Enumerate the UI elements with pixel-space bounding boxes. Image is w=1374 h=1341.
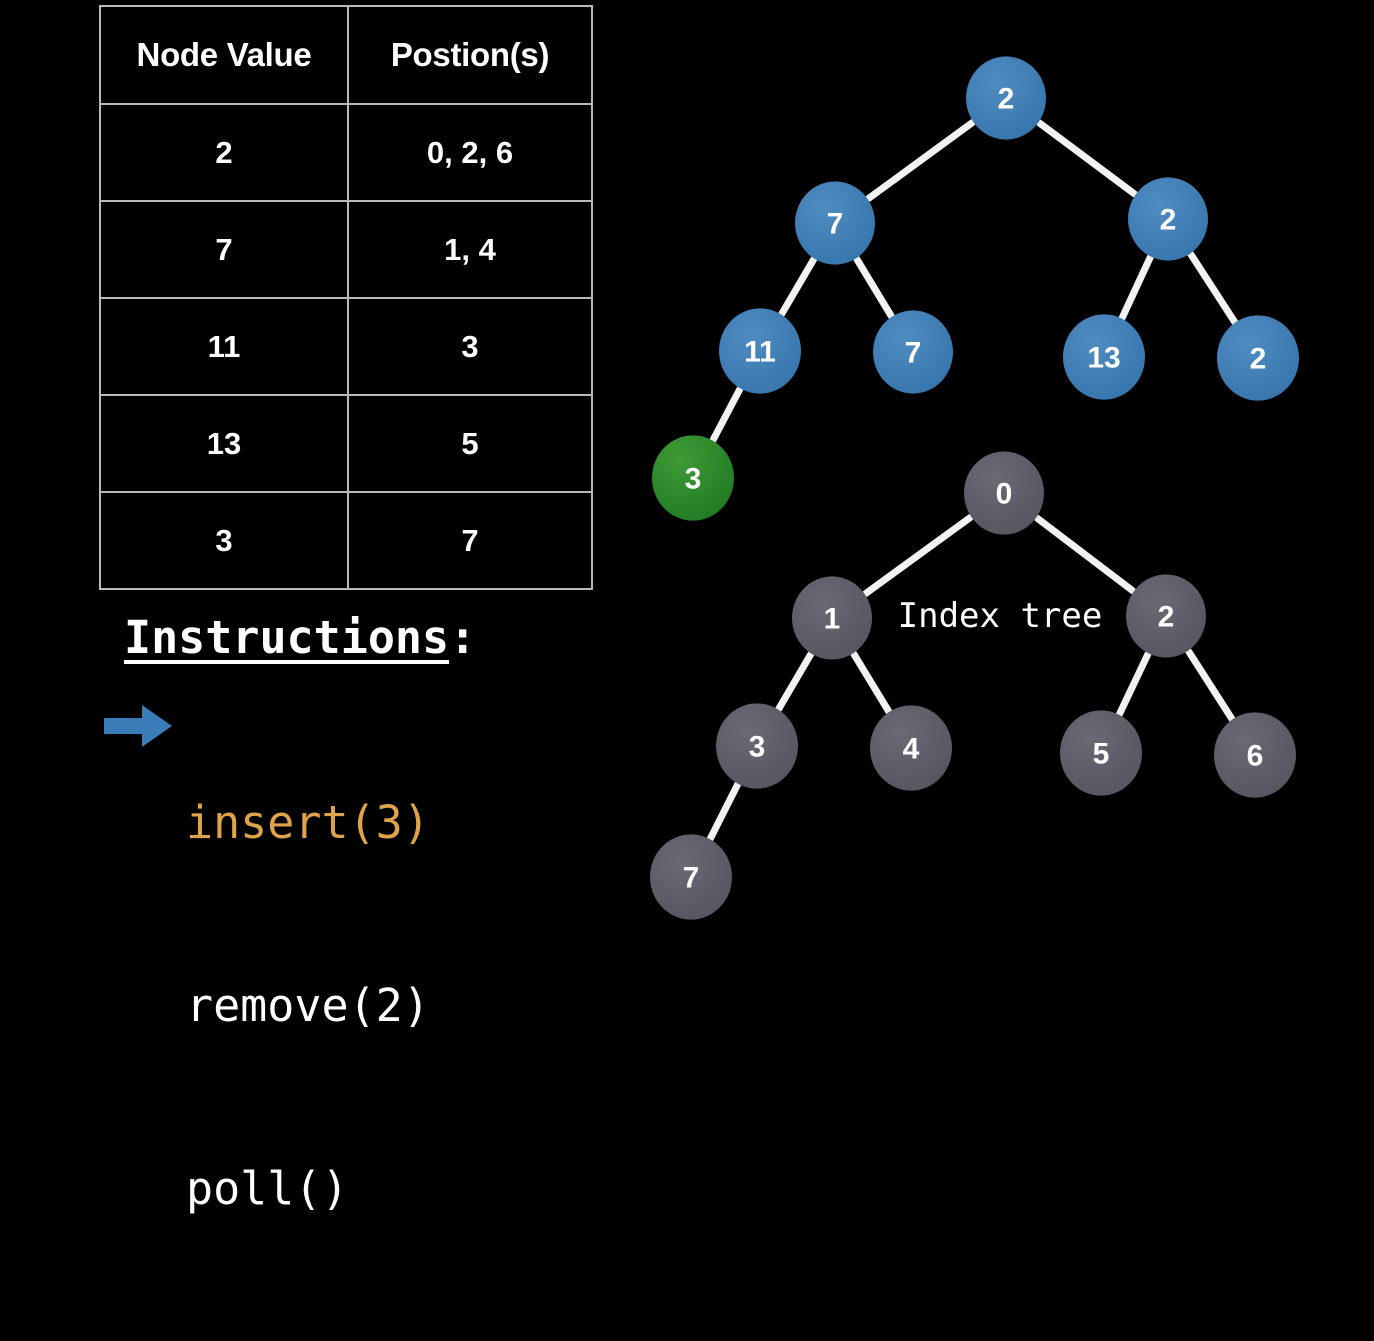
index-tree-edges xyxy=(706,514,1236,843)
value-tree-node-label: 3 xyxy=(685,463,702,496)
value-tree-node[interactable]: 2 xyxy=(1217,315,1299,401)
column-header-positions: Postion(s) xyxy=(347,5,593,105)
table-row: 2 0, 2, 6 xyxy=(99,103,593,202)
index-tree-nodes: 0 1 2 3 4 5 6 7 xyxy=(650,451,1296,920)
node-position-table: Node Value Postion(s) 2 0, 2, 6 7 1, 4 1… xyxy=(99,5,593,590)
instructions-heading: Instructions: xyxy=(124,612,616,664)
value-tree-edge xyxy=(1187,250,1239,326)
value-tree-edge xyxy=(1118,253,1154,322)
instruction-step-insert[interactable]: insert(3) xyxy=(186,795,430,849)
right-arrow-icon xyxy=(104,705,172,747)
cell-positions: 1, 4 xyxy=(347,200,593,299)
index-tree-node[interactable]: 0 xyxy=(964,451,1044,535)
cell-node-value: 11 xyxy=(99,297,349,396)
index-tree-node-label: 0 xyxy=(996,478,1013,511)
index-tree-edge xyxy=(862,514,974,597)
index-tree-node-circle xyxy=(1060,710,1142,796)
visualization-canvas: Node Value Postion(s) 2 0, 2, 6 7 1, 4 1… xyxy=(99,5,1299,1215)
value-tree-edge xyxy=(709,385,744,444)
index-tree-edge xyxy=(775,650,815,713)
value-tree-edge xyxy=(853,255,895,320)
value-tree-node-label: 2 xyxy=(1160,204,1177,237)
table-row: 13 5 xyxy=(99,394,593,493)
instructions-heading-colon: : xyxy=(449,611,477,664)
value-tree-node-label: 13 xyxy=(1087,342,1120,375)
value-tree-edges xyxy=(709,119,1239,444)
value-tree-node[interactable]: 2 xyxy=(1128,177,1208,261)
value-tree-node-label: 7 xyxy=(827,208,844,241)
index-tree-edge xyxy=(1033,514,1137,595)
index-tree-node[interactable]: 7 xyxy=(650,834,732,920)
value-tree-edge xyxy=(1036,119,1138,198)
cell-positions: 7 xyxy=(347,491,593,590)
index-tree-node-label: 6 xyxy=(1247,740,1264,773)
instruction-step-remove[interactable]: remove(2) xyxy=(186,978,430,1032)
value-tree-node-circle xyxy=(719,308,801,394)
instructions-heading-text: Instructions xyxy=(124,611,450,664)
value-tree-node-circle xyxy=(873,310,953,394)
table-row-highlighted: 3 7 xyxy=(99,491,593,590)
cell-node-value: 3 xyxy=(99,491,349,590)
index-tree-node-circle xyxy=(716,703,798,789)
index-tree-node-circle xyxy=(1126,574,1206,658)
index-tree-node[interactable]: 3 xyxy=(716,703,798,789)
index-tree-node-circle xyxy=(964,451,1044,535)
index-tree-node-label: 2 xyxy=(1158,601,1175,634)
value-tree-node-label: 2 xyxy=(998,83,1015,116)
value-tree-nodes: 2 7 2 11 7 13 2 3 xyxy=(652,56,1299,521)
index-tree-caption: Index tree xyxy=(898,596,1103,636)
index-tree-node-circle xyxy=(650,834,732,920)
value-tree-node-circle xyxy=(1217,315,1299,401)
value-tree-node[interactable]: 11 xyxy=(719,308,801,394)
value-tree-node-label: 11 xyxy=(744,336,776,369)
table-row: 11 3 xyxy=(99,297,593,396)
index-tree-edge xyxy=(1115,650,1152,718)
table-header-row: Node Value Postion(s) xyxy=(99,5,593,105)
index-tree-node[interactable]: 2 xyxy=(1126,574,1206,658)
value-tree-node[interactable]: 7 xyxy=(795,181,875,265)
value-tree-node-circle xyxy=(1063,314,1145,400)
index-tree-node[interactable]: 5 xyxy=(1060,710,1142,796)
index-tree-node-label: 7 xyxy=(683,862,700,895)
table-row: 7 1, 4 xyxy=(99,200,593,299)
cell-node-value: 2 xyxy=(99,103,349,202)
value-tree-node-circle xyxy=(966,56,1046,140)
index-tree-node[interactable]: 6 xyxy=(1214,712,1296,798)
value-tree-node-label: 2 xyxy=(1250,343,1267,376)
index-tree-node[interactable]: 1 xyxy=(792,576,872,660)
index-tree-node-circle xyxy=(1214,712,1296,798)
instructions-block: Instructions: insert(3) remove(2) poll() xyxy=(96,612,616,1341)
index-tree-node[interactable]: 4 xyxy=(870,705,952,791)
cell-node-value: 13 xyxy=(99,394,349,493)
value-tree-node[interactable]: 2 xyxy=(966,56,1046,140)
index-tree-edge xyxy=(706,780,742,843)
index-tree-node-label: 3 xyxy=(749,731,766,764)
value-tree-node[interactable]: 7 xyxy=(873,310,953,394)
cell-positions: 3 xyxy=(347,297,593,396)
value-tree-node[interactable]: 13 xyxy=(1063,314,1145,400)
index-tree-node-circle xyxy=(870,705,952,791)
column-header-node-value: Node Value xyxy=(99,5,349,105)
cell-positions: 5 xyxy=(347,394,593,493)
instruction-step-poll[interactable]: poll() xyxy=(186,1161,349,1215)
table-body: 2 0, 2, 6 7 1, 4 11 3 13 5 3 7 xyxy=(99,103,593,590)
value-tree-edge xyxy=(778,255,818,318)
value-tree-node-circle xyxy=(652,435,734,521)
cell-node-value: 7 xyxy=(99,200,349,299)
cell-positions: 0, 2, 6 xyxy=(347,103,593,202)
value-tree-node-circle xyxy=(1128,177,1208,261)
value-tree-node-label: 7 xyxy=(905,337,922,370)
value-tree-node[interactable]: 3 xyxy=(652,435,734,521)
value-tree-edge xyxy=(865,119,976,202)
value-tree-node-circle xyxy=(795,181,875,265)
index-tree-edge xyxy=(850,650,893,715)
instruction-list: insert(3) remove(2) poll() xyxy=(186,670,616,1341)
index-tree-edge xyxy=(1185,647,1236,723)
index-tree-node-circle xyxy=(792,576,872,660)
index-tree-node-label: 5 xyxy=(1093,738,1110,771)
index-tree-node-label: 1 xyxy=(824,603,841,636)
index-tree-node-label: 4 xyxy=(903,733,920,766)
